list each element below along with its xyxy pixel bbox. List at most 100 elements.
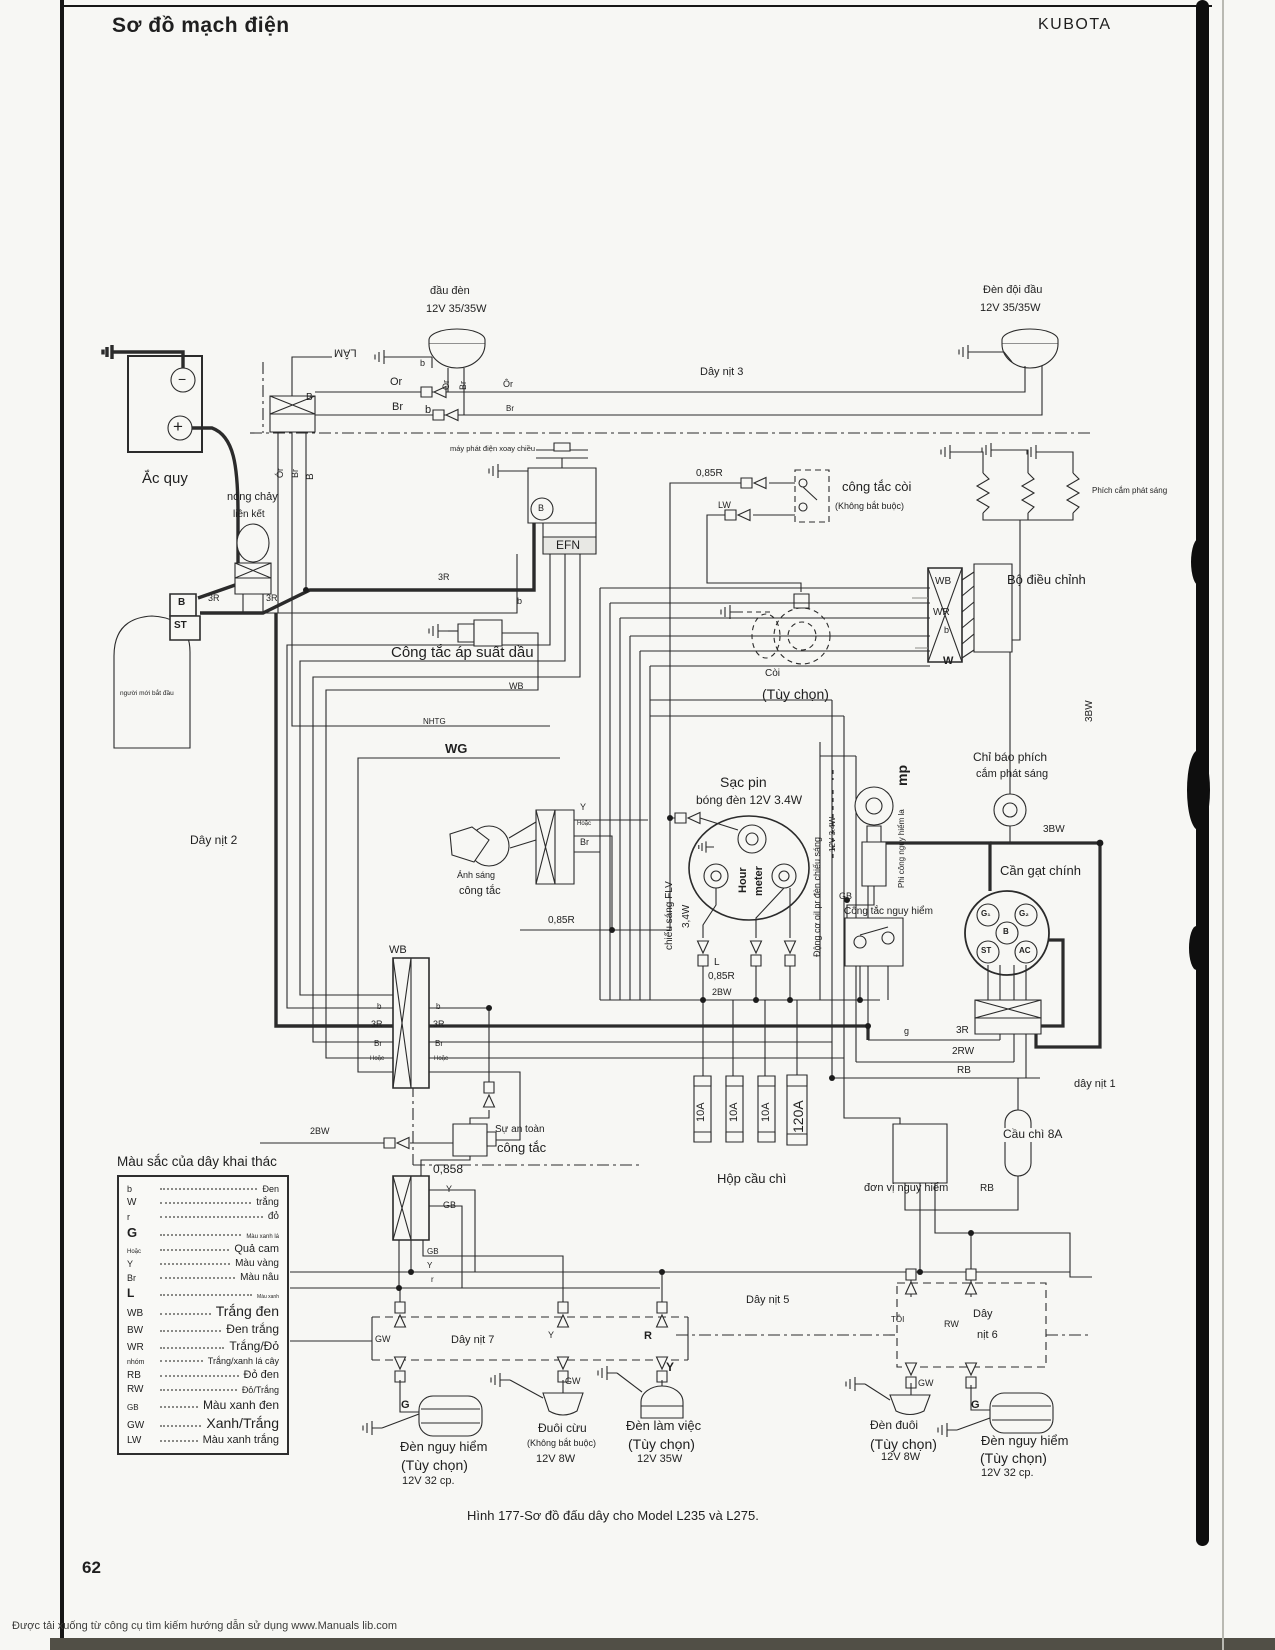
main-switch-g2: G₂ [1019, 909, 1029, 918]
safety-switch-label-2: công tắc [497, 1140, 547, 1155]
hazard-pilot-vert: Phi công nguy hiểm la [897, 809, 906, 888]
wire-3bw-h: 3BW [1043, 824, 1065, 835]
starter-b-terminal: B [178, 597, 186, 608]
charge-lamp-label-1: Sạc pin [720, 774, 767, 790]
fuse-3: 10A [760, 1102, 772, 1122]
tail-lamp-mid-3: 12V 8W [536, 1453, 576, 1465]
tail-lamp-right-2: (Tùy chọn) [870, 1436, 937, 1452]
wire-3r-b: 3R [266, 593, 278, 603]
binding-blob-3 [1189, 926, 1204, 970]
conn-right-b: b [436, 1002, 441, 1011]
hazard-lamp-right-3: 12V 32 cp. [981, 1467, 1034, 1479]
wire-rb-b: RB [980, 1183, 994, 1194]
legend-leader [160, 1312, 211, 1315]
headlight-right-watt: 12V 35/35W [980, 302, 1041, 314]
legend-leader [160, 1262, 231, 1265]
light-switch-label-1: Ánh sáng [457, 870, 496, 880]
legend-color-name: Đỏ đen [243, 1368, 279, 1381]
wire-g-2: G [971, 1399, 980, 1411]
glow-indicator-label-1: Chỉ báo phích [973, 750, 1048, 764]
wire-hoac-ls: Hoặc [577, 821, 592, 827]
figure-caption: Hình 177-Sơ đồ đấu dây cho Model L235 và… [467, 1508, 759, 1523]
harness-6-label-2: nịt 6 [977, 1329, 998, 1341]
hazard-unit-label: đơn vị nguy hiểm [864, 1182, 949, 1194]
wire-toi: TÔI [891, 1315, 905, 1324]
legend-color-name: Đỏ/Trắng [241, 1384, 279, 1395]
fuse-1: 10A [695, 1102, 707, 1122]
oil-lamp-watt-vert: 12V 3.4W [828, 816, 837, 852]
wire-or: Or [390, 376, 403, 388]
wire-lw-horn: LW [718, 500, 731, 510]
wire-g-small: g [904, 1026, 910, 1036]
wire-w-reg: W [943, 655, 954, 667]
wire-b-top: b [420, 358, 426, 368]
harness-1-label: dây nịt 1 [1074, 1078, 1116, 1090]
main-switch-label: Cần gạt chính [1000, 863, 1081, 878]
wire-y-1: Y [548, 1330, 555, 1340]
battery-plus-symbol: + [173, 417, 183, 436]
hazard-switch-label: Công tắc nguy hiểm [844, 906, 933, 917]
wire-lam-mirrored: LÂM [334, 346, 357, 359]
glow-indicator-label-2: cắm phát sáng [976, 768, 1049, 780]
work-lamp-1: Đèn làm việc [626, 1418, 702, 1433]
hour-meter-word-1: Hour [737, 867, 749, 893]
legend-wire-code: Y [127, 1258, 134, 1269]
main-switch-ac: AC [1019, 946, 1031, 955]
wire-br-vert: Br [458, 381, 468, 390]
legend-color-name: Màu xanh lá [246, 1233, 279, 1240]
main-switch-st: ST [981, 946, 992, 955]
work-lamp-3: 12V 35W [637, 1453, 683, 1465]
flv-watt-vert: 3,4W [681, 904, 692, 928]
wire-3bw-vert: 3BW [1084, 700, 1095, 722]
legend-color-name: Màu xanh [257, 1293, 279, 1300]
brand-logo-text: KUBOTA [1038, 16, 1112, 33]
legend-leader [160, 1439, 198, 1442]
harness-6-label-1: Dây [973, 1308, 993, 1320]
horn-switch-optional: (Không bắt buộc) [835, 501, 905, 511]
wire-l: L [714, 957, 720, 968]
legend-color-name: Màu nâu [240, 1271, 279, 1283]
legend-wire-code: RW [127, 1383, 144, 1395]
legend-color-name: Đen [262, 1183, 279, 1194]
legend-color-name: trắng [256, 1196, 279, 1208]
conn-right-br: Br [435, 1039, 443, 1048]
legend-leader [160, 1374, 239, 1377]
legend-leader [160, 1248, 230, 1251]
wire-br-vert2: Br [290, 469, 300, 478]
legend-wire-code: GW [127, 1419, 145, 1431]
legend-leader [160, 1201, 252, 1204]
wire-gb-c2: GB [443, 1200, 457, 1210]
horn-optional: (Tùy chọn) [762, 686, 829, 702]
page-bottom-band [50, 1638, 1275, 1650]
battery-minus-symbol: − [178, 371, 187, 387]
wire-wg: WG [445, 741, 468, 756]
tail-lamp-mid-2: (Không bắt buộc) [527, 1438, 597, 1448]
page-number: 62 [82, 1558, 101, 1577]
wire-b-2: b [425, 404, 432, 416]
battery-label: Ắc quy [142, 470, 188, 487]
connector-wb-label: WB [389, 944, 407, 956]
starter-st-terminal: ST [174, 620, 187, 631]
alternator-b-terminal: B [538, 503, 545, 513]
legend-wire-code: b [127, 1183, 133, 1194]
hazard-lamp-left-1: Đèn nguy hiểm [400, 1439, 488, 1454]
hazard-lamp-right-1: Đèn nguy hiểm [981, 1433, 1069, 1448]
fusible-link-label-1: nóng chảy [227, 491, 278, 503]
hazard-pilot-mp: mp [894, 765, 910, 786]
fusible-link-label-2: liên kết [233, 509, 265, 520]
page-left-border [60, 0, 64, 1650]
charge-lamp-label-2: bóng đèn 12V 3.4W [696, 793, 803, 807]
wire-gw-3: GW [918, 1378, 934, 1388]
wire-3r-a: 3R [208, 593, 220, 603]
wire-gb-d: GB [427, 1247, 439, 1256]
legend-color-name: Màu xanh đen [202, 1397, 279, 1412]
safety-switch-label-1: Sự an toàn [495, 1124, 545, 1135]
wire-br: Br [392, 401, 403, 413]
footer-watermark: Được tải xuống từ công cụ tìm kiếm hướng… [12, 1620, 398, 1632]
wire-or-right: Ôr [503, 379, 513, 389]
legend-title: Màu sắc của dây khai thác [117, 1154, 277, 1169]
